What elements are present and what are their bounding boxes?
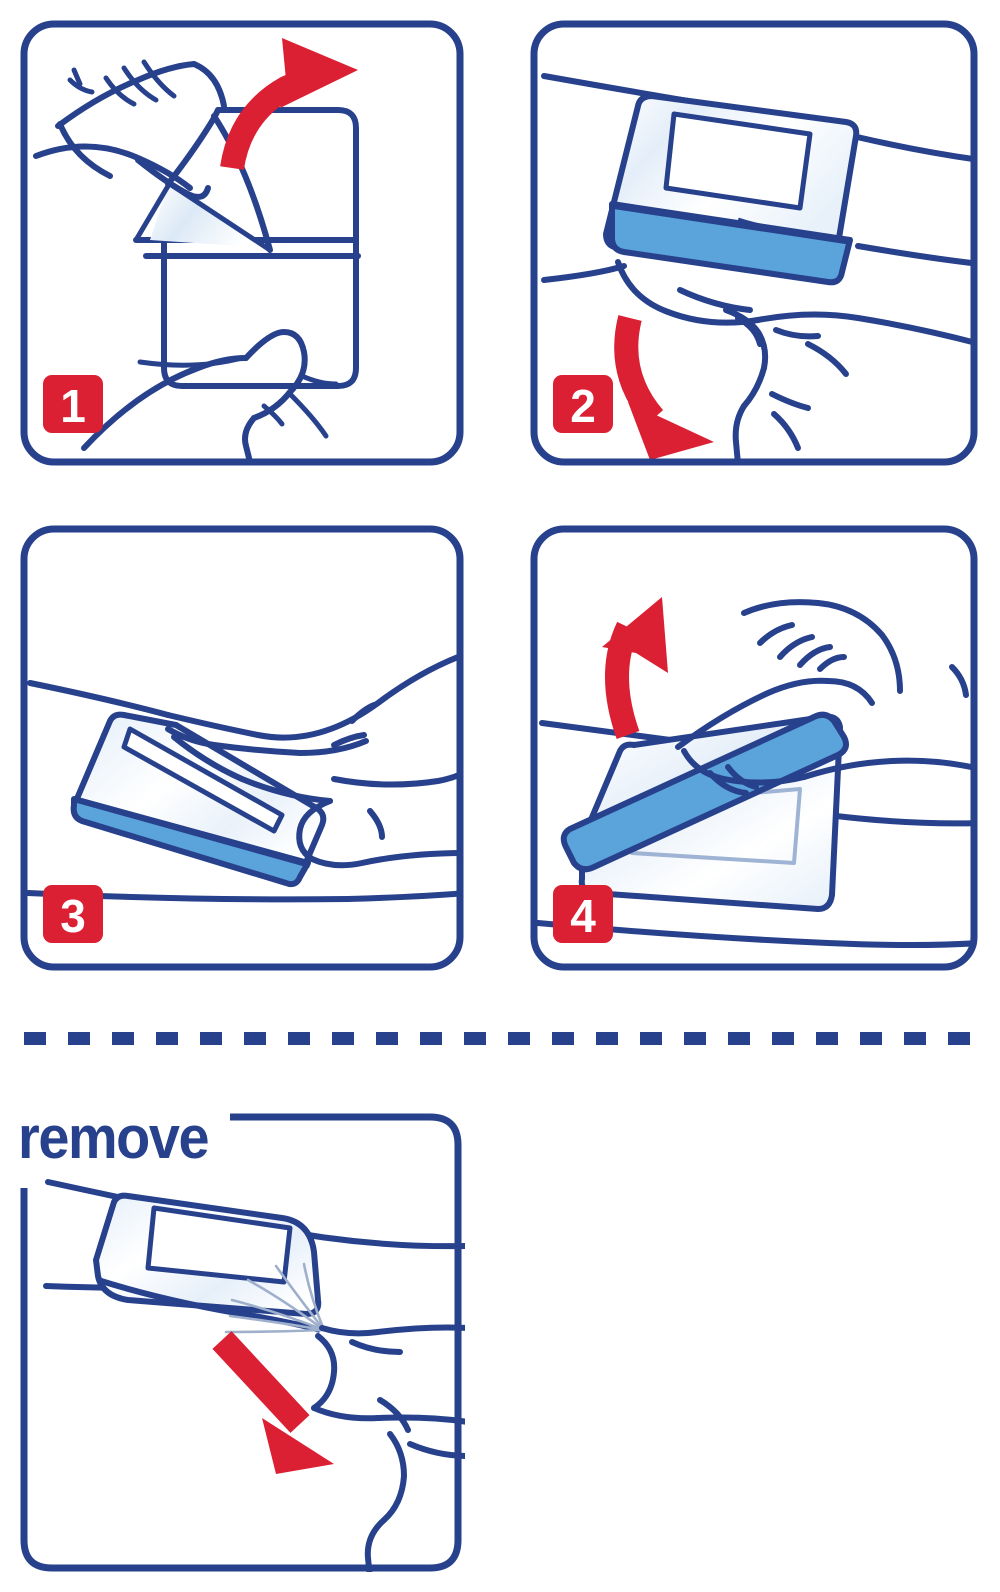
remove-panel[interactable] (18, 1100, 468, 1578)
remove-label: remove (18, 1104, 210, 1171)
step-4-badge: 4 (553, 885, 613, 943)
step-3-illustration (25, 654, 463, 903)
step-4-badge-label: 4 (570, 890, 596, 942)
step-4-arrow-icon (602, 597, 668, 740)
step-1-badge-label: 1 (60, 380, 86, 432)
step-3-badge: 3 (43, 885, 103, 943)
remove-arrow-icon (212, 1331, 334, 1474)
panel-1-border (20, 20, 464, 466)
panel-4-border (530, 525, 978, 971)
step-1-badge: 1 (43, 375, 103, 433)
step-panel-1[interactable]: 1 (18, 18, 466, 468)
dashed-separator (24, 1032, 976, 1045)
step-panel-3[interactable]: 3 (18, 523, 466, 973)
panel-3-border (20, 525, 464, 971)
step-3-badge-label: 3 (60, 890, 86, 942)
step-1-arrow-icon (220, 38, 358, 171)
step-2-illustration (541, 73, 977, 465)
remove-illustration (43, 1179, 465, 1572)
remove-panel-border (20, 1113, 462, 1572)
step-4-illustration (535, 599, 977, 948)
step-2-badge-label: 2 (570, 380, 596, 432)
step-2-badge: 2 (553, 375, 613, 433)
panel-2-border (530, 20, 978, 466)
step-panel-2[interactable]: 2 (528, 18, 980, 468)
step-panel-4[interactable]: 4 (528, 523, 980, 973)
step-1-illustration (33, 59, 361, 465)
step-2-arrow-icon (614, 315, 714, 460)
